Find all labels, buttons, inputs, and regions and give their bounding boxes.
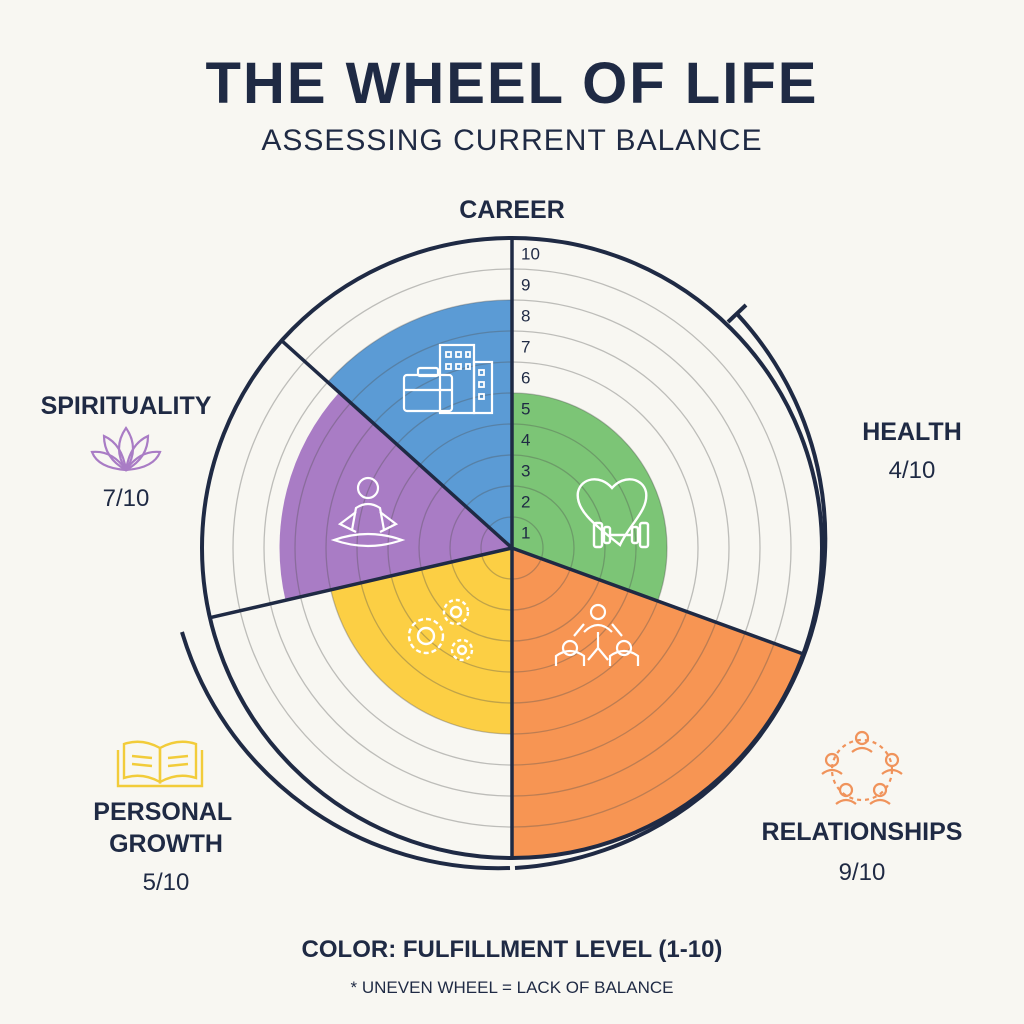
label-health: HEALTH — [862, 418, 962, 446]
tick-label-9: 9 — [521, 276, 530, 295]
balance-note: * UNEVEN WHEEL = LACK OF BALANCE — [350, 978, 674, 997]
tick-label-6: 6 — [521, 369, 530, 388]
tick-label-10: 10 — [521, 245, 540, 264]
office-building-briefcase-icon — [402, 343, 494, 415]
open-book-icon — [116, 740, 204, 788]
label-personal-growth-line1: PERSONAL — [93, 798, 232, 826]
segment-relationships — [512, 548, 804, 858]
tick-label-5: 5 — [521, 400, 530, 419]
segment-personal-growth — [330, 548, 512, 734]
outer-bracket-arc-right — [514, 313, 828, 870]
heart-dumbbell-icon — [576, 478, 650, 549]
spoke-4 — [209, 546, 513, 620]
label-spirituality: SPIRITUALITY — [41, 392, 212, 420]
tick-label-8: 8 — [521, 307, 530, 326]
people-network-icon — [554, 603, 640, 666]
spoke-0 — [280, 339, 514, 550]
score-relationships: 9/10 — [839, 859, 886, 886]
score-spirituality: 7/10 — [103, 485, 150, 512]
segment-spirituality — [279, 392, 512, 601]
outer-bracket-arc-left — [180, 631, 511, 871]
tick-label-4: 4 — [521, 431, 530, 450]
legend-fulfillment-level: COLOR: FULFILLMENT LEVEL (1-10) — [301, 936, 723, 963]
gears-icon — [407, 598, 474, 662]
segment-health — [512, 393, 668, 601]
wheel-outer-ring — [200, 236, 824, 860]
score-personal-growth: 5/10 — [143, 869, 190, 896]
bracket-tick-right — [726, 303, 748, 324]
lotus-icon — [90, 426, 162, 473]
community-circle-icon — [821, 730, 903, 805]
tick-label-3: 3 — [521, 462, 530, 481]
spoke-2 — [511, 546, 804, 656]
score-health: 4/10 — [889, 457, 936, 484]
tick-label-2: 2 — [521, 493, 530, 512]
page-title: THE WHEEL OF LIFE — [205, 51, 819, 116]
label-relationships: RELATIONSHIPS — [762, 818, 963, 846]
tick-label-1: 1 — [521, 524, 530, 543]
tick-label-7: 7 — [521, 338, 530, 357]
label-career: CAREER — [459, 196, 565, 224]
segment-career — [327, 300, 512, 548]
page-subtitle: ASSESSING CURRENT BALANCE — [261, 124, 763, 157]
label-personal-growth-line2: GROWTH — [109, 830, 223, 858]
label-personal-growth: PERSONAL GROWTH — [93, 798, 238, 858]
meditation-icon — [330, 476, 406, 548]
